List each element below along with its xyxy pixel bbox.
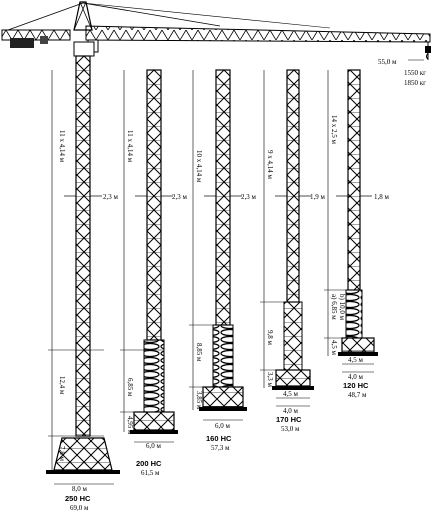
tower-120	[324, 69, 378, 373]
tower-170-model: 170 НС	[276, 415, 302, 424]
tower-200-height: 61,5 м	[141, 469, 160, 477]
winch	[40, 36, 48, 44]
tower-120-height: 48,7 м	[348, 391, 367, 399]
telescopic-section	[212, 324, 234, 388]
jib-load-2: 1850 кг	[404, 79, 426, 87]
counterweight	[10, 38, 34, 48]
tower-250-height: 69,0 м	[70, 504, 89, 512]
tower-170	[260, 69, 314, 407]
counter-jib-tie	[7, 2, 84, 31]
telescopic-section	[143, 339, 165, 413]
tower-120-mast-width: 1,8 м	[374, 193, 390, 201]
mast	[75, 55, 91, 437]
tower-200-sections: 11 х 4,14 м	[126, 130, 134, 163]
base-rail	[338, 352, 378, 356]
tower-160-base-width: 6,0 м	[215, 422, 231, 430]
tower-250-sections: 11 х 4,14 м	[58, 130, 66, 163]
base-rail	[272, 386, 314, 390]
undercarriage	[275, 369, 311, 387]
base-rail	[199, 407, 247, 411]
tower-170-height: 53,0 м	[281, 425, 300, 433]
tower-120-sections: 14 х 2,5 м	[330, 115, 338, 145]
tower-160-dim-2: 3,85 м	[195, 391, 203, 410]
tower-200-model: 200 НС	[136, 459, 162, 468]
tower-250-dim-2: 7,8 м	[58, 446, 66, 462]
tower-160	[189, 69, 247, 421]
jib-reach-label: 55,0 м	[378, 58, 397, 66]
base-rail	[130, 430, 178, 434]
tower-200-mast-width: 2,3 м	[172, 193, 188, 201]
undercarriage	[202, 386, 244, 408]
mast	[286, 69, 300, 303]
tower-200	[120, 69, 178, 443]
counter-jib	[1, 29, 71, 41]
tower-120-dim-2: 4,5 м	[330, 340, 338, 356]
slewing-unit	[73, 41, 95, 57]
base-rail	[46, 470, 120, 474]
tower-170-mast-width: 1,9 м	[310, 193, 326, 201]
tower-120-model: 120 НС	[343, 381, 369, 390]
mast	[215, 69, 231, 326]
undercarriage	[341, 337, 375, 353]
tower-170-sections: 9 х 4,14 м	[266, 150, 274, 180]
tower-250-model: 250 НС	[65, 494, 91, 503]
crane-jib	[1, 1, 431, 60]
tower-250-mast-width: 2,3 м	[103, 193, 119, 201]
tower-160-mast-width: 2,3 м	[241, 193, 257, 201]
tower-120-base-width-2: 4,0 м	[348, 373, 364, 381]
jib-tie	[82, 2, 221, 27]
tower-170-dim-2: 3,3 м	[266, 372, 274, 388]
telescopic-section	[345, 289, 363, 339]
tower-120-dim-a: a) 6,85 м	[330, 294, 338, 320]
main-jib	[85, 25, 431, 43]
tower-250-base-width: 8,0 м	[72, 485, 88, 493]
tower-250	[46, 55, 120, 485]
tower-200-dim-2: 4,95 м	[126, 416, 134, 435]
tower-160-height: 57,3 м	[211, 444, 230, 452]
tower-160-sections: 10 х 4,14 м	[195, 150, 203, 183]
mast	[146, 69, 162, 341]
tower-170-base-width-2: 4,0 м	[283, 407, 299, 415]
lower-mast	[283, 301, 303, 371]
tower-160-model: 160 НС	[206, 434, 232, 443]
mast	[347, 69, 361, 291]
undercarriage	[133, 411, 175, 431]
tower-170-base-width-1: 4,5 м	[283, 390, 299, 398]
tower-250-dim-1: 12,4 м	[58, 376, 66, 395]
tower-120-base-width-1: 4,5 м	[348, 356, 364, 364]
tower-160-dim-1: 8,85 м	[195, 343, 203, 362]
hook-block	[425, 46, 431, 53]
jib-load-1: 1550 кг	[404, 69, 426, 77]
tower-120-dim-b: b) 10,0 м	[338, 294, 346, 321]
hook-icon	[426, 52, 429, 60]
tower-200-base-width: 6,0 м	[146, 442, 162, 450]
tower-170-dim-1: 9,8 м	[266, 330, 274, 346]
tower-200-dim-1: 6,85 м	[126, 378, 134, 397]
